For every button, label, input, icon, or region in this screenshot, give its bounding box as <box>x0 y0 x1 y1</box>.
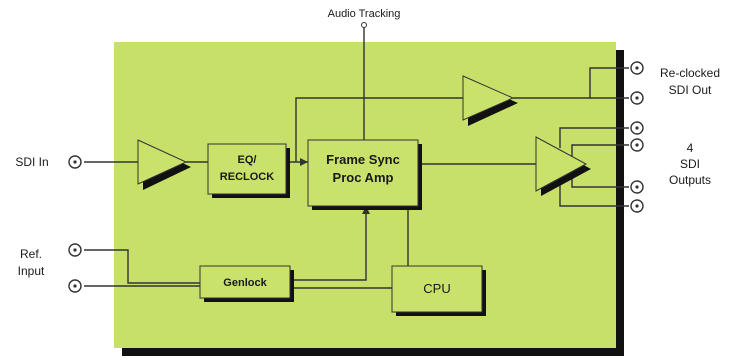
amplifier-reclocked <box>462 75 518 126</box>
frame-sync-label: Frame Sync <box>326 152 400 167</box>
ref-label: Ref. <box>20 247 42 261</box>
frame-sync-block: Frame Sync Proc Amp <box>307 139 422 210</box>
eq-label: EQ/ <box>238 154 257 166</box>
arrow-eq-to-framesync <box>300 158 308 166</box>
outputs-label: Outputs <box>669 173 711 187</box>
cpu-label: CPU <box>423 281 450 296</box>
audio-tracking-terminal <box>361 22 367 28</box>
connector-centers <box>73 66 639 288</box>
signal-lines <box>84 26 629 289</box>
proc-amp-label: Proc Amp <box>333 170 394 185</box>
audio-tracking-label: Audio Tracking <box>328 8 401 20</box>
cpu-block: CPU <box>391 265 486 316</box>
genlock-label: Genlock <box>223 277 267 289</box>
outputs-sdi-label: SDI <box>680 157 700 171</box>
amplifier-outputs <box>535 136 591 196</box>
eq-reclock-block: EQ/ RECLOCK <box>207 143 290 198</box>
genlock-block: Genlock <box>199 265 294 302</box>
reclocked-label: Re-clocked <box>660 66 720 80</box>
outputs-count-label: 4 <box>687 141 694 155</box>
sdi-out-label: SDI Out <box>669 83 712 97</box>
amplifier-input <box>137 139 191 190</box>
sdi-in-label: SDI In <box>15 155 48 169</box>
reclock-label: RECLOCK <box>220 171 274 183</box>
input-label: Input <box>18 264 45 278</box>
